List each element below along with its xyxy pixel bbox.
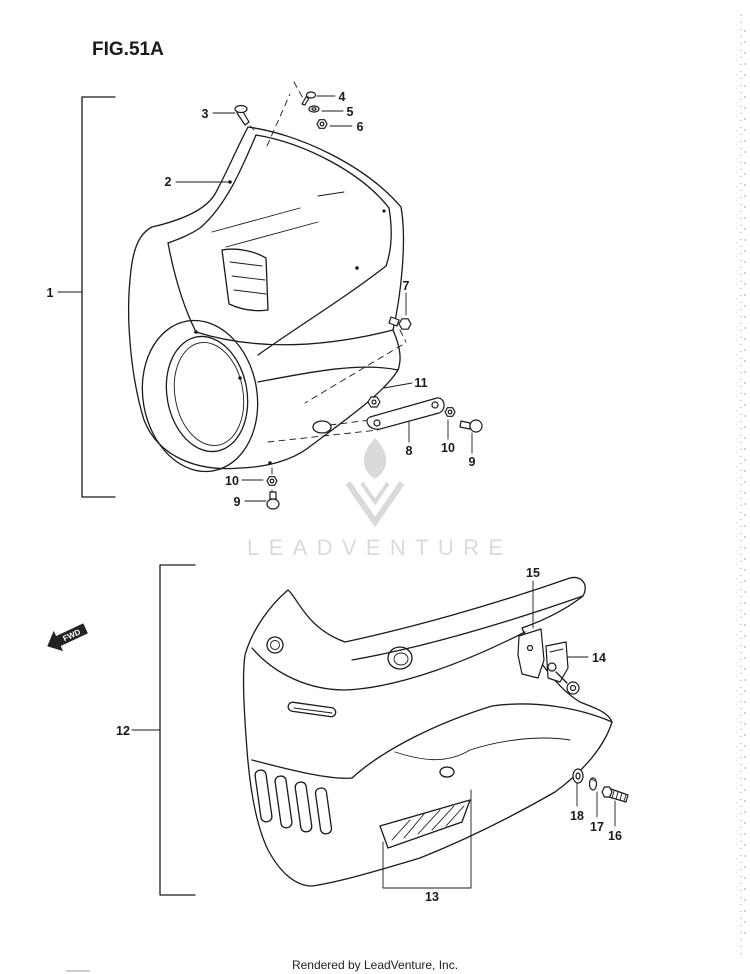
callout-8[interactable]: 8 bbox=[406, 444, 413, 458]
callout-10-lower[interactable]: 10 bbox=[225, 474, 239, 488]
callout-7[interactable]: 7 bbox=[403, 279, 410, 293]
footer-credit: Rendered by LeadVenture, Inc. bbox=[292, 958, 458, 972]
fwd-label: FWD bbox=[62, 627, 83, 643]
watermark-text: LEADVENTURE bbox=[247, 535, 503, 560]
windscreen bbox=[167, 134, 392, 356]
part-3-screw bbox=[234, 104, 250, 126]
part-10-nut-right bbox=[444, 407, 456, 417]
part-16-bolt bbox=[601, 786, 629, 803]
lower-leader-lines bbox=[131, 580, 616, 889]
callout-6[interactable]: 6 bbox=[357, 120, 364, 134]
assembly-bracket-1 bbox=[81, 96, 116, 498]
part-10-nut-lower bbox=[266, 476, 278, 486]
lower-assembly: 12 13 14 15 16 17 18 bbox=[116, 564, 629, 904]
part-11-nut bbox=[367, 396, 381, 408]
callout-16[interactable]: 16 bbox=[608, 829, 622, 843]
part-18-washer bbox=[572, 768, 584, 784]
headlight-opening bbox=[141, 319, 259, 473]
part-17-lock-washer bbox=[588, 777, 598, 791]
headlight-cowl bbox=[128, 126, 405, 473]
callout-18[interactable]: 18 bbox=[570, 809, 584, 823]
fwd-arrow-icon: FWD bbox=[47, 623, 88, 652]
callout-10-right[interactable]: 10 bbox=[441, 441, 455, 455]
callout-12[interactable]: 12 bbox=[116, 724, 130, 738]
recessed-panel bbox=[221, 248, 269, 312]
callout-14[interactable]: 14 bbox=[592, 651, 606, 665]
part-4-screw bbox=[301, 91, 317, 106]
part-14-clip bbox=[545, 641, 580, 695]
assembly-bracket-12 bbox=[159, 564, 196, 896]
part-8-bracket bbox=[366, 397, 445, 430]
callout-9-lower[interactable]: 9 bbox=[234, 495, 241, 509]
scan-edge-noise bbox=[736, 15, 746, 955]
part-6-nut bbox=[316, 119, 328, 129]
upper-assembly: 1 2 3 4 5 6 7 8 9 10 11 10 9 bbox=[47, 81, 483, 510]
watermark: LEADVENTURE bbox=[247, 438, 503, 560]
part-15-bracket bbox=[517, 628, 545, 679]
callout-5[interactable]: 5 bbox=[347, 105, 354, 119]
part-9-bolt-lower bbox=[266, 491, 280, 510]
callout-17[interactable]: 17 bbox=[590, 820, 604, 834]
part-13-panel bbox=[379, 799, 471, 849]
callout-15[interactable]: 15 bbox=[526, 566, 540, 580]
cowl-holes bbox=[266, 636, 455, 778]
mounting-hole bbox=[312, 420, 332, 434]
vent-slats bbox=[254, 769, 333, 835]
part-5-washer bbox=[308, 105, 320, 113]
figure-title: FIG.51A bbox=[92, 39, 164, 60]
callout-13[interactable]: 13 bbox=[425, 890, 439, 904]
part-7-bolt bbox=[388, 316, 412, 330]
callout-4[interactable]: 4 bbox=[339, 90, 346, 104]
callout-3[interactable]: 3 bbox=[202, 107, 209, 121]
part-9-bolt-right bbox=[459, 419, 483, 433]
callout-9-right[interactable]: 9 bbox=[469, 455, 476, 469]
callout-11[interactable]: 11 bbox=[414, 376, 427, 390]
under-cowl bbox=[242, 576, 613, 887]
callout-1[interactable]: 1 bbox=[47, 286, 54, 300]
upper-leader-lines bbox=[57, 95, 473, 502]
vent-slot bbox=[287, 701, 337, 718]
leadventure-logo-icon bbox=[345, 438, 405, 528]
callout-2[interactable]: 2 bbox=[165, 175, 172, 189]
